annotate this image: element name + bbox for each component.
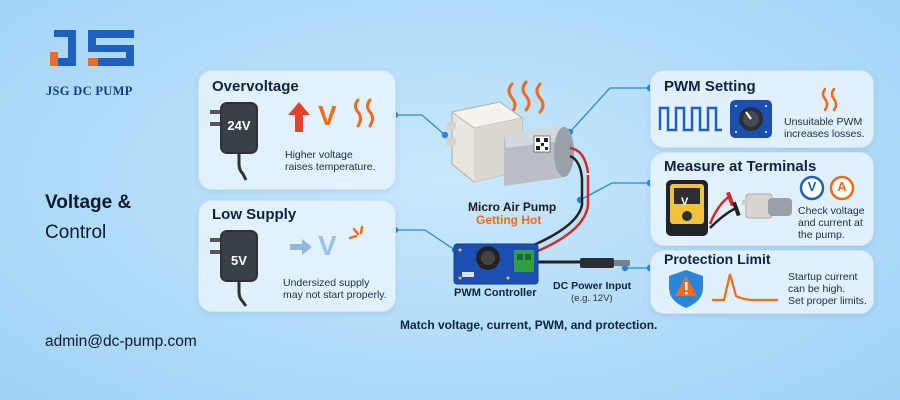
side-heading-line1: Voltage & xyxy=(45,192,132,213)
pump-label: Micro Air Pump xyxy=(468,200,557,214)
low-supply-title: Low Supply xyxy=(212,206,297,223)
side-heading-line2: Control xyxy=(45,222,107,243)
overvoltage-adapter-label: 24V xyxy=(227,118,251,133)
low-supply-desc-line2: may not start properly. xyxy=(283,289,387,301)
brand-name: JSG DC PUMP xyxy=(46,84,133,98)
controller-label: PWM Controller xyxy=(454,287,537,299)
heat-waves-icon xyxy=(354,98,374,128)
power-input-note: (e.g. 12V) xyxy=(571,293,613,304)
current-spike-icon xyxy=(712,273,778,302)
contact-email[interactable]: admin@dc-pump.com xyxy=(45,333,197,350)
low-supply-desc-line1: Undersized supply xyxy=(283,277,370,289)
va-symbols-icon xyxy=(799,175,855,201)
pwm-desc-line1: Unsuitable PWM xyxy=(784,116,863,128)
protection-desc-line3: Set proper limits. xyxy=(788,295,867,307)
micro-air-pump-icon xyxy=(446,80,590,186)
spark-icon xyxy=(348,225,364,240)
measure-desc-line2: and current at xyxy=(798,217,863,229)
overvoltage-desc-line1: Higher voltage xyxy=(285,149,353,161)
warning-shield-icon xyxy=(669,270,703,308)
probes-and-pump-icon xyxy=(708,191,792,229)
pwm-title: PWM Setting xyxy=(664,78,756,95)
measure-desc-line3: the pump. xyxy=(798,229,845,241)
heat-waves-icon xyxy=(821,87,838,112)
pwm-waveform-icon xyxy=(658,106,722,132)
power-adapter-icon xyxy=(210,102,258,181)
overvoltage-desc-line2: raises temperature. xyxy=(285,161,376,173)
pump-status: Getting Hot xyxy=(476,213,542,227)
jsg-logo-icon xyxy=(50,30,134,66)
multimeter-icon xyxy=(666,180,708,236)
pwm-knob-icon xyxy=(730,100,772,138)
low-supply-v-symbol: V xyxy=(318,230,337,261)
dc-jack-icon xyxy=(580,258,630,268)
pwm-controller-board-icon xyxy=(453,243,539,285)
arrow-right-icon xyxy=(290,239,312,255)
low-supply-adapter-label: 5V xyxy=(231,253,247,268)
power-input-label: DC Power Input xyxy=(553,280,632,292)
overvoltage-v-symbol: V xyxy=(318,100,337,131)
pwm-desc-line2: increases losses. xyxy=(784,128,865,140)
measure-desc-line1: Check voltage xyxy=(798,205,865,217)
arrow-up-icon xyxy=(288,102,310,132)
protection-title: Protection Limit xyxy=(664,251,771,267)
protection-desc-line2: can be high. xyxy=(788,283,846,295)
v-symbol: V xyxy=(807,179,817,194)
a-symbol: A xyxy=(837,179,847,194)
footer-caption: Match voltage, current, PWM, and protect… xyxy=(400,318,658,332)
measure-title: Measure at Terminals xyxy=(664,158,817,175)
meter-readout: V xyxy=(681,196,689,208)
overvoltage-title: Overvoltage xyxy=(212,78,299,95)
protection-desc-line1: Startup current xyxy=(788,271,858,283)
power-adapter-icon xyxy=(210,230,258,307)
